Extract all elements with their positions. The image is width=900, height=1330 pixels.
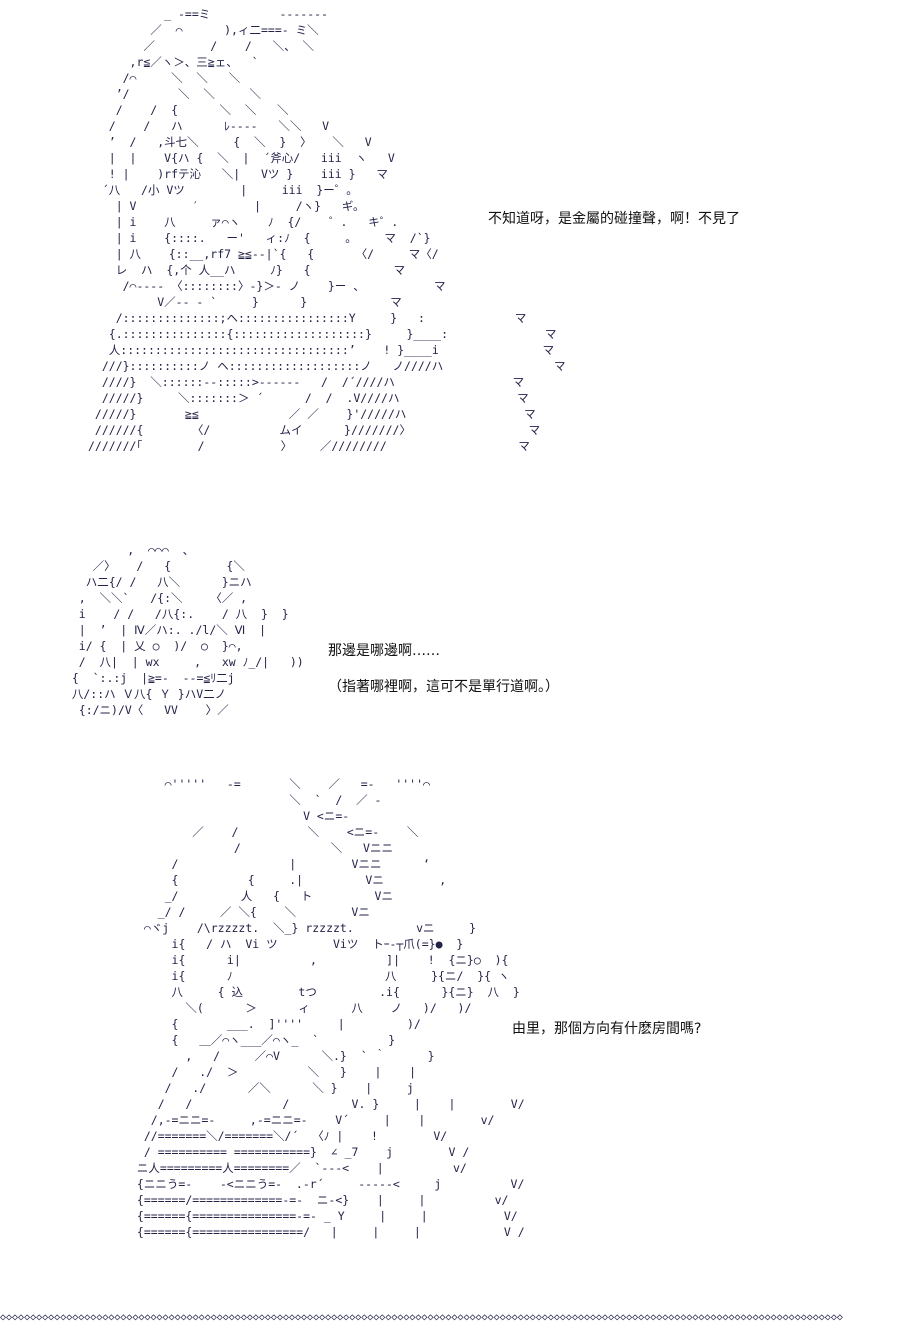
ascii-art-panel-middle: , ⌒⌒⌒ 、 ／〉 / { {＼ ハ二{/ / 八＼ }ニハ , ＼＼` /{… xyxy=(71,543,304,717)
ascii-art-panel-top: _ -==ミ ------- ／ ⌒ ),ィ二===- ミ＼ ／ / / ＼、 … xyxy=(88,7,566,453)
footer-diamond-border: ◇◇◇◇◇◇◇◇◇◇◇◇◇◇◇◇◇◇◇◇◇◇◇◇◇◇◇◇◇◇◇◇◇◇◇◇◇◇◇◇… xyxy=(0,1312,843,1323)
dialogue-line-3: （指著哪裡啊，這可不是單行道啊。） xyxy=(328,679,559,695)
dialogue-line-1: 不知道呀，是金屬的碰撞聲，啊！不見了 xyxy=(488,211,740,227)
dialogue-line-4: 由里，那個方向有什麽房間嗎? xyxy=(512,1021,702,1037)
dialogue-line-2: 那邊是哪邊啊…… xyxy=(328,643,440,659)
ascii-art-panel-bottom: ⌒''''' -= ＼ ／ =- ''''⌒ ＼ ` / ／ - V <ニ=- … xyxy=(136,777,525,1239)
